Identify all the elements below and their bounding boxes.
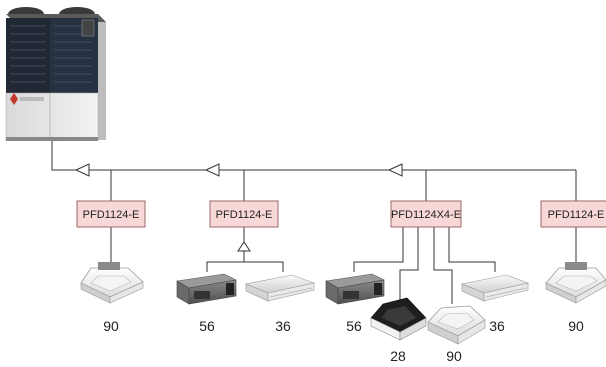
ceiling-cassette-icon bbox=[427, 305, 486, 345]
pipe-unit-5 bbox=[399, 227, 419, 300]
branch-box-label: PFD1124-E bbox=[548, 209, 605, 221]
pipe-unit-6 bbox=[433, 227, 453, 304]
capacity-label: 36 bbox=[489, 318, 505, 334]
ceiling-cassette-icon bbox=[545, 262, 606, 304]
flow-arrows bbox=[74, 163, 403, 252]
pipe-unit-4 bbox=[353, 227, 404, 272]
outdoor-unit-icon bbox=[5, 7, 106, 141]
capacity-label: 90 bbox=[446, 348, 462, 364]
pipe-unit-7 bbox=[448, 227, 496, 272]
branch-box-2: PFD1124-E bbox=[209, 200, 279, 228]
ceiling-cassette-icon bbox=[80, 262, 144, 304]
flow-arrow bbox=[74, 163, 90, 177]
capacity-label: 56 bbox=[346, 318, 362, 334]
pipe-unit-3 bbox=[244, 261, 284, 272]
branch-box-label: PFD1124X4-E bbox=[391, 209, 461, 221]
capacity-label: 36 bbox=[275, 318, 291, 334]
flow-arrow bbox=[387, 163, 403, 177]
branch-box-3: PFD1124X4-E bbox=[390, 200, 462, 228]
branch-box-1: PFD1124-E bbox=[76, 200, 146, 228]
flow-arrow bbox=[204, 163, 220, 177]
capacity-label: 56 bbox=[199, 318, 215, 334]
branch-box-label: PFD1124-E bbox=[83, 209, 140, 221]
outdoor-pipe bbox=[51, 141, 576, 171]
ceiling-cassette-black-icon bbox=[370, 297, 427, 341]
ducted-unit-icon bbox=[176, 273, 237, 305]
ceiling-suspended-icon bbox=[460, 274, 530, 302]
capacity-label: 90 bbox=[568, 318, 584, 334]
capacity-label: 90 bbox=[103, 318, 119, 334]
ducted-unit-icon bbox=[325, 273, 385, 305]
capacity-label: 28 bbox=[390, 348, 406, 364]
pipe-unit-2 bbox=[206, 251, 245, 272]
branch-arrow bbox=[237, 241, 251, 252]
ceiling-suspended-icon bbox=[244, 274, 316, 302]
branch-box-label: PFD1124-E bbox=[216, 209, 273, 221]
branch-box-4: PFD1124-E bbox=[540, 200, 606, 228]
